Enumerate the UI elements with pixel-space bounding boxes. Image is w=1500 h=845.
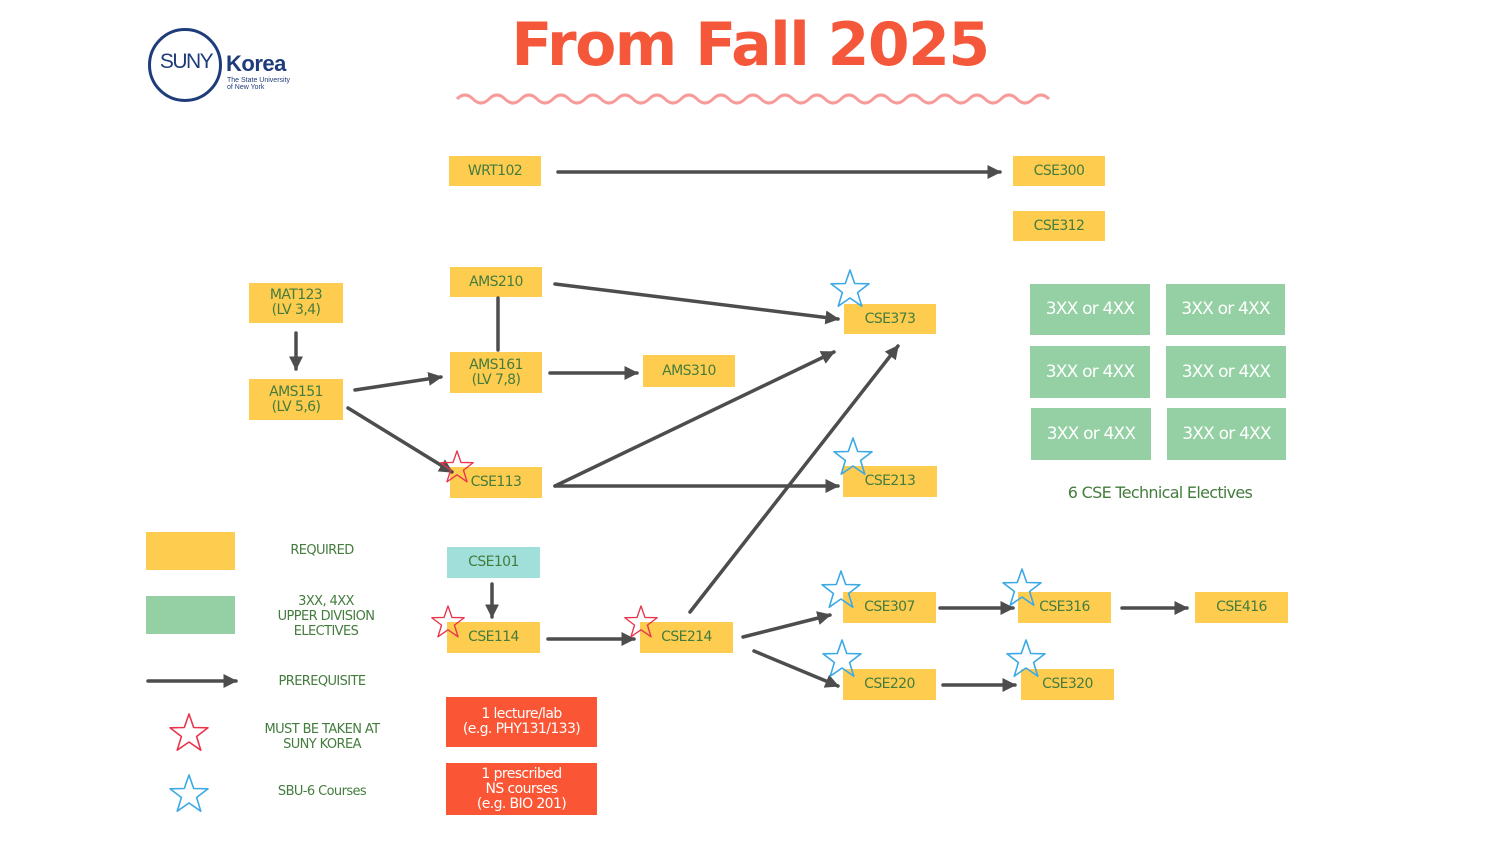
elective-box: 3XX or 4XX bbox=[1030, 346, 1150, 398]
course-ams310: AMS310 bbox=[643, 355, 735, 387]
legend-electives-line3: ELECTIVES bbox=[293, 624, 359, 639]
course-cse220: CSE220 bbox=[843, 669, 936, 700]
sbu6-star-icon bbox=[1002, 568, 1042, 607]
course-ams151: AMS151 (LV 5,6) bbox=[249, 379, 343, 420]
elective-box: 3XX or 4XX bbox=[1167, 408, 1286, 460]
science-lecture-line1: 1 lecture/lab bbox=[481, 706, 562, 722]
elective-box: 3XX or 4XX bbox=[1166, 284, 1285, 335]
course-cse114: CSE114 bbox=[447, 622, 540, 653]
course-cse113: CSE113 bbox=[450, 467, 542, 498]
legend-sbu6-label: SBU-6 Courses bbox=[277, 784, 367, 799]
arrow-ams151-cse113 bbox=[346, 406, 454, 474]
electives-caption: 6 CSE Technical Electives bbox=[1067, 483, 1253, 502]
arrow-ams210-cse373 bbox=[553, 282, 840, 325]
arrow-cse113-cse373 bbox=[553, 350, 836, 488]
logo-korea-text: Korea bbox=[226, 51, 286, 76]
course-cse312: CSE312 bbox=[1013, 211, 1105, 241]
legend-korea-line1: MUST BE TAKEN AT bbox=[264, 722, 381, 737]
arrow-ams151-ams161 bbox=[353, 371, 443, 392]
logo-subtitle-line1: The State University bbox=[227, 77, 291, 84]
legend-prerequisite-label: PREREQUISITE bbox=[278, 674, 367, 689]
legend-electives-swatch bbox=[146, 596, 235, 634]
elective-box: 3XX or 4XX bbox=[1030, 284, 1150, 335]
course-cse316: CSE316 bbox=[1018, 592, 1111, 623]
elective-box: 3XX or 4XX bbox=[1166, 346, 1286, 398]
course-ams210: AMS210 bbox=[450, 267, 542, 297]
science-ns-line3: (e.g. BIO 201) bbox=[476, 795, 567, 812]
sbu6-star-icon bbox=[833, 437, 873, 476]
course-cse307: CSE307 bbox=[843, 592, 936, 623]
legend-electives-label: 3XX, 4XX UPPER DIVISION ELECTIVES bbox=[252, 594, 400, 639]
arrow-cse214-cse307 bbox=[741, 611, 832, 639]
course-ams161-code: AMS161 bbox=[469, 356, 523, 373]
logo-subtitle-line2: of New York bbox=[227, 84, 265, 91]
course-cse373: CSE373 bbox=[844, 304, 936, 334]
course-ams151-code: AMS151 bbox=[269, 383, 323, 400]
legend-korea-star-icon bbox=[169, 713, 209, 752]
page-title: From Fall 2025 bbox=[511, 10, 990, 80]
science-ns-course: 1 prescribed NS courses (e.g. BIO 201) bbox=[446, 763, 597, 815]
course-mat123-code: MAT123 bbox=[269, 287, 323, 303]
course-wrt102: WRT102 bbox=[449, 156, 541, 186]
sbu6-star-icon bbox=[822, 639, 862, 678]
course-ams161-level: (LV 7,8) bbox=[471, 371, 521, 388]
science-ns-line2: NS courses bbox=[485, 780, 559, 797]
suny-korea-logo-ring bbox=[148, 28, 222, 102]
course-ams161: AMS161 (LV 7,8) bbox=[450, 352, 542, 393]
korea-star-icon bbox=[431, 605, 465, 638]
logo-suny-text: SUNY bbox=[159, 50, 214, 73]
legend-korea-label: MUST BE TAKEN AT SUNY KOREA bbox=[247, 722, 397, 752]
legend-electives-line2: UPPER DIVISION bbox=[277, 609, 375, 624]
sbu6-star-icon bbox=[1006, 639, 1046, 678]
science-lecture-line2: (e.g. PHY131/133) bbox=[462, 721, 581, 737]
course-cse214: CSE214 bbox=[640, 622, 733, 653]
sbu6-star-icon bbox=[821, 570, 861, 609]
sbu6-star-icon bbox=[830, 269, 870, 308]
science-ns-line1: 1 prescribed bbox=[481, 765, 562, 782]
logo-subtitle: The State University of New York bbox=[227, 77, 290, 91]
course-mat123: MAT123 (LV 3,4) bbox=[249, 283, 343, 323]
elective-box: 3XX or 4XX bbox=[1031, 408, 1151, 460]
course-cse101: CSE101 bbox=[447, 547, 540, 578]
title-wavy-underline bbox=[455, 93, 1051, 105]
legend-required-swatch bbox=[146, 532, 235, 570]
arrow-cse214-cse220 bbox=[752, 649, 840, 688]
legend-electives-line1: 3XX, 4XX bbox=[298, 594, 354, 609]
korea-star-icon bbox=[624, 605, 658, 638]
science-lecture-lab: 1 lecture/lab (e.g. PHY131/133) bbox=[446, 697, 597, 747]
course-cse300: CSE300 bbox=[1013, 156, 1105, 186]
course-cse213: CSE213 bbox=[843, 466, 937, 497]
korea-star-icon bbox=[440, 450, 474, 483]
arrow-cse214-cse373 bbox=[688, 344, 900, 614]
course-cse416: CSE416 bbox=[1195, 592, 1288, 623]
course-mat123-level: (LV 3,4) bbox=[271, 302, 321, 318]
legend-sbu6-star-icon bbox=[169, 774, 209, 813]
course-ams151-level: (LV 5,6) bbox=[271, 398, 321, 415]
legend-required-label: REQUIRED bbox=[290, 543, 354, 558]
legend-korea-line2: SUNY KOREA bbox=[283, 737, 361, 752]
